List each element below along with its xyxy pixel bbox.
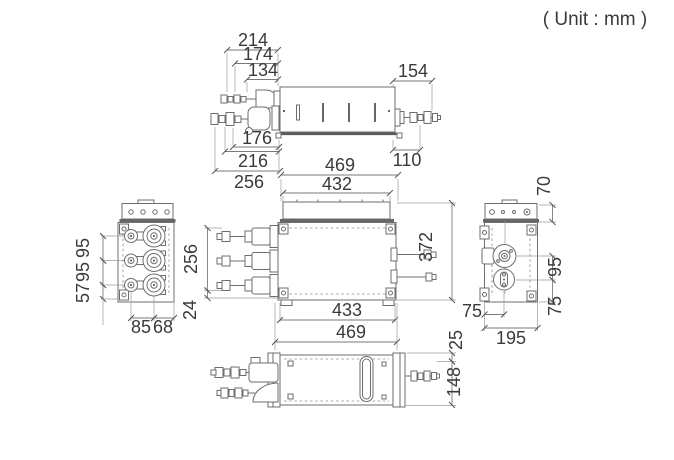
front-view: 469 432	[180, 155, 456, 350]
right-view-top-cap	[484, 203, 538, 220]
bottom-view-body	[279, 354, 394, 406]
front-view-top-cap	[282, 201, 391, 220]
dim-top-176: 176	[242, 128, 272, 148]
top-view-body	[279, 86, 396, 133]
dim-left-95-upper: 95	[73, 238, 93, 258]
dim-top-216: 216	[238, 151, 268, 171]
dim-front-24: 24	[180, 300, 200, 320]
dim-left-95-lower: 95	[73, 262, 93, 282]
dim-right-75-horizontal: 75	[462, 301, 482, 321]
dim-top-174: 174	[243, 44, 273, 64]
dim-front-256: 256	[181, 244, 201, 274]
dim-bottom-25: 25	[446, 330, 466, 350]
right-side-view: 70 95 75 75 195	[462, 176, 565, 348]
dim-top-134: 134	[248, 60, 278, 80]
dim-right-75-vertical: 75	[545, 296, 565, 316]
dim-front-469-bottom: 469	[336, 322, 366, 342]
left-side-view: 95 95 57 85 68	[73, 199, 178, 337]
dim-right-195: 195	[496, 328, 526, 348]
dim-left-68: 68	[153, 317, 173, 337]
dim-top-154: 154	[398, 61, 428, 81]
dim-left-57: 57	[73, 283, 93, 303]
dim-right-95: 95	[545, 257, 565, 277]
dim-right-70: 70	[534, 176, 554, 196]
bottom-view-slot	[359, 356, 374, 402]
dim-bottom-148: 148	[444, 367, 464, 397]
front-view-body	[277, 222, 397, 301]
dim-front-469-top: 469	[325, 155, 355, 175]
dim-front-372: 372	[416, 232, 436, 262]
dim-left-85: 85	[131, 317, 151, 337]
top-view: 214 174 134 154 176 216 256 110	[210, 30, 441, 192]
dim-front-433: 433	[332, 300, 362, 320]
dim-top-110: 110	[393, 150, 422, 170]
unit-label: ( Unit : mm )	[543, 9, 648, 30]
bottom-view: 25 148	[210, 330, 466, 409]
dim-top-214: 214	[238, 30, 268, 50]
dim-front-432: 432	[322, 174, 352, 194]
bottom-view-elbow	[252, 382, 279, 403]
dim-top-256: 256	[234, 172, 264, 192]
